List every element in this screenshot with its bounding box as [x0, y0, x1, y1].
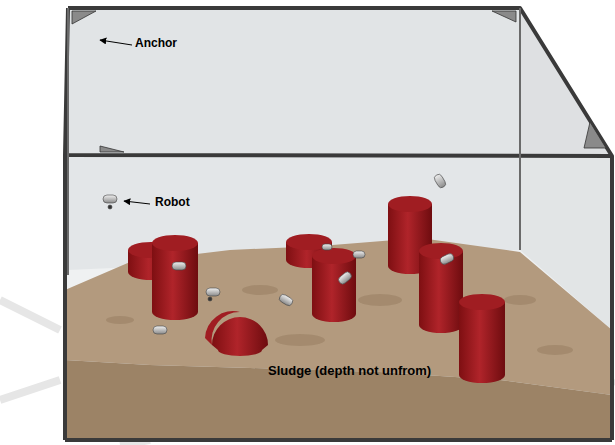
label-text: Robot: [155, 196, 190, 209]
label-text: Sludge (depth not unfrom): [268, 364, 431, 378]
label-text: Anchor: [135, 37, 177, 50]
tank-frame: [65, 8, 612, 440]
leader-arrow: [100, 40, 132, 45]
obstacle-cylinders: [128, 196, 505, 383]
tank-frame-back: [68, 8, 520, 275]
sludge-front: [65, 360, 612, 440]
anchors: [72, 11, 606, 152]
glass-front: [65, 155, 612, 440]
leader-arrow: [124, 201, 150, 204]
robots: [103, 173, 455, 334]
